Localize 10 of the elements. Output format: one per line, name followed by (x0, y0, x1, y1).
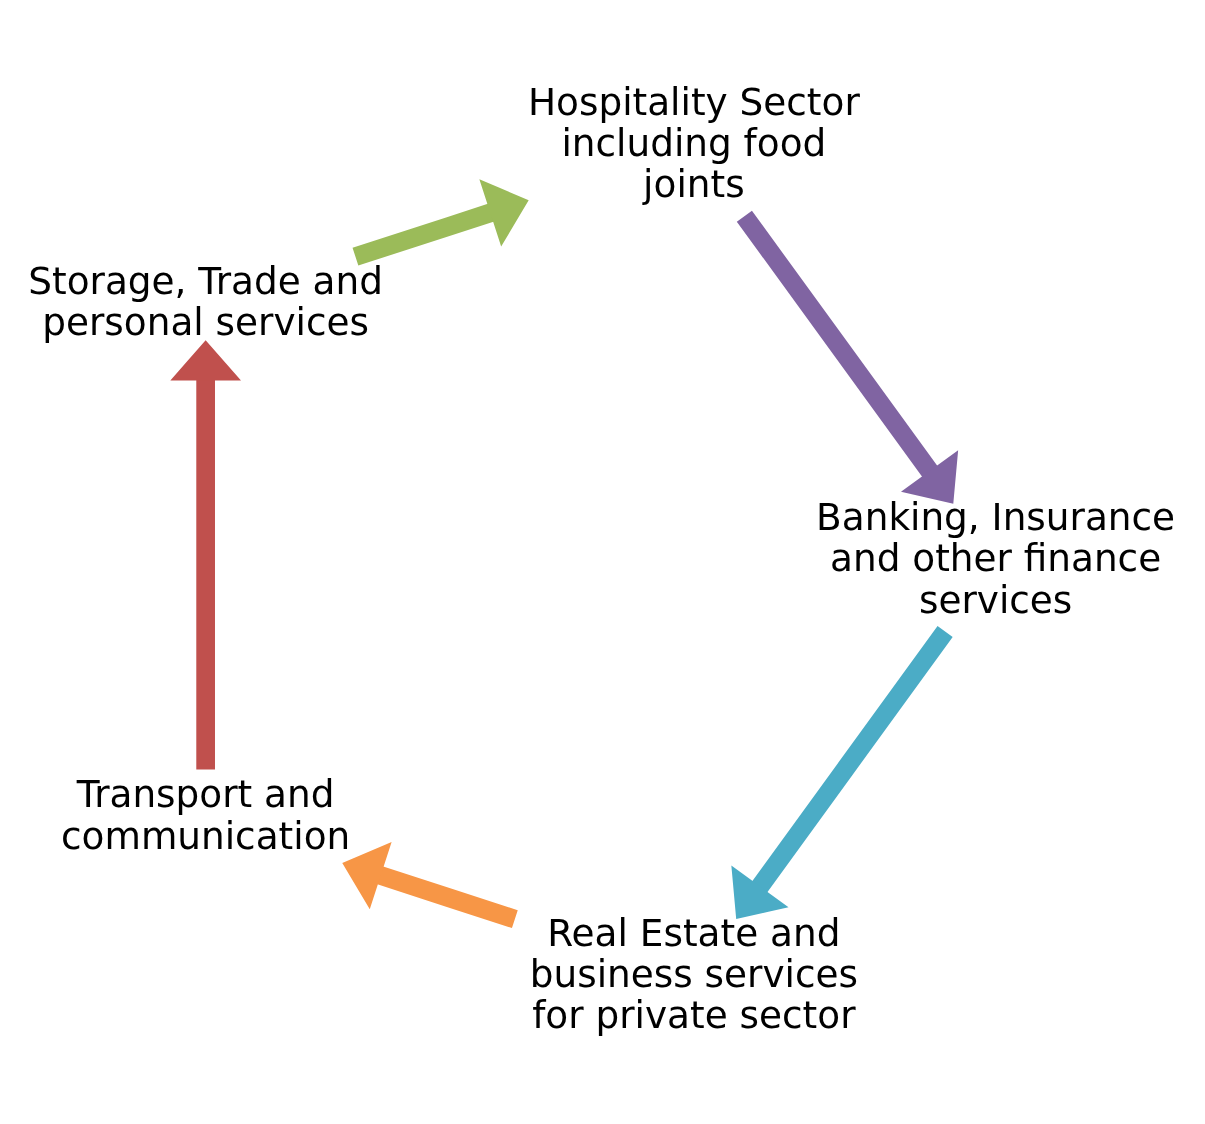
node-text: Hospitality Sector including food joints (527, 79, 860, 207)
node-text: Real Estate and business services for private sector (529, 910, 859, 1037)
arrow (731, 626, 953, 920)
node-text: Storage, Trade and personal services (28, 259, 383, 345)
arrow (342, 841, 518, 929)
arrow (736, 210, 959, 504)
node-text: Transport and communication (61, 772, 351, 858)
arrow (170, 340, 241, 770)
arrow (352, 179, 529, 266)
node-text: Banking, Insurance and other finance services (816, 495, 1176, 622)
